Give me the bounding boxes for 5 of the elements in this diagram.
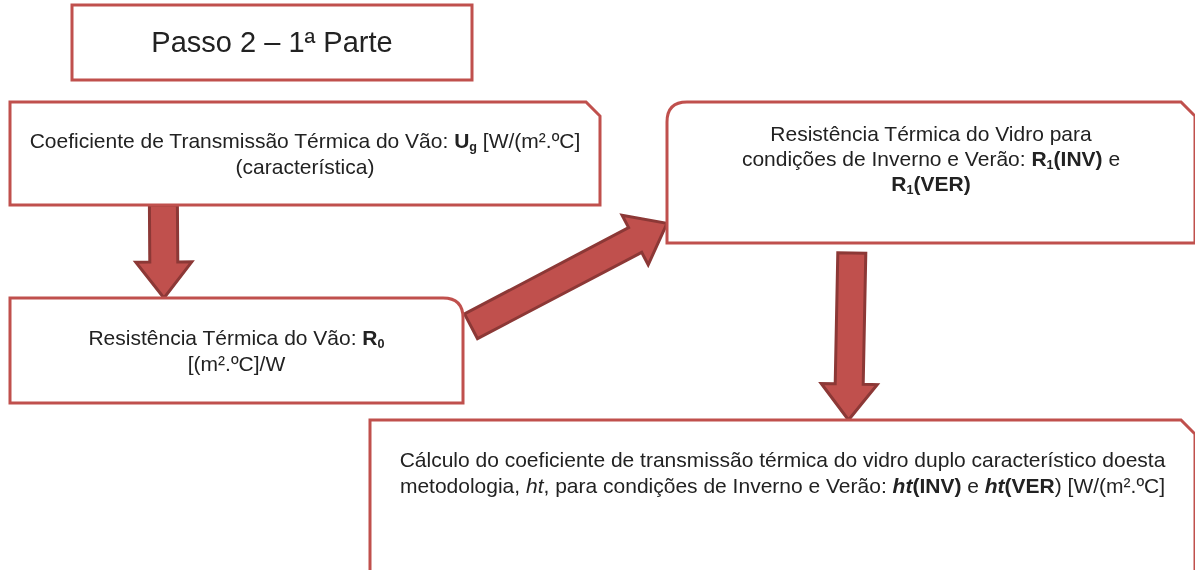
box-text: Cálculo do coeficiente de transmissão térmica do vidro duplo característico doesta metodologia, ht, para condições de Inverno e Verão: ht(INV) e ht(VER) [W/(m².ºC]: [398, 447, 1167, 498]
box-text: Resistência Térmica do Vidro para condições de Inverno e Verão: R$_{1}$(INV) e R$_{1}$(VER): [740, 120, 1122, 197]
title-text: Passo 2 – 1ª Parte: [150, 25, 394, 60]
box-text: Resistência Térmica do Vão: R$_{0}$ [(m².ºC]/W: [87, 325, 386, 376]
box-text: Coeficiente de Transmissão Térmica do Vão: U$_{g}$ [W/(m².ºC] (característica): [28, 128, 582, 179]
